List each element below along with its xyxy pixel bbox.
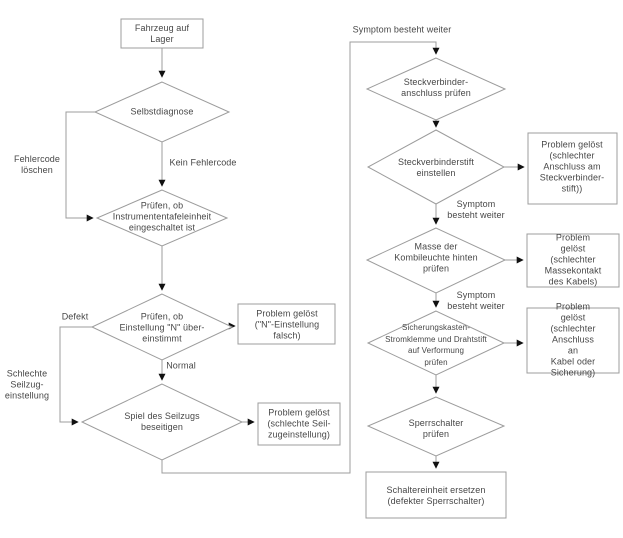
edge-label-symptom-besteht-weiter-2: Symptom besteht weiter (447, 290, 505, 311)
box-schaltereinheit (365, 471, 507, 519)
edge-label-symptom-besteht-weiter-1: Symptom besteht weiter (447, 199, 505, 220)
box-problem-steckverbinderstift (527, 132, 618, 205)
edge-label-symptom-besteht-weiter-top: Symptom besteht weiter (352, 24, 452, 35)
box-start (120, 18, 204, 49)
box-problem-massekontakt (526, 233, 620, 288)
diamond-sperrschalter (366, 396, 506, 457)
label-spiel-seilzug: Spiel des Seilzugs beseitigen (124, 411, 200, 432)
diamond-einstellung-n (90, 293, 234, 361)
label-sperrschalter: Sperrschalter prüfen (408, 418, 464, 439)
box-problem-sicherung (526, 307, 620, 374)
label-schaltereinheit: Schaltereinheit ersetzen (defekter Sperr… (386, 485, 486, 506)
edge-symptom-besteht-weiter-long (161, 41, 440, 474)
diamond-steckverbinder-anschluss (365, 57, 507, 121)
edge-label-schlechte-seilzugeinstellung: Schlechte Seilzug- einstellung (4, 368, 50, 401)
edge-label-normal: Normal (166, 360, 196, 371)
edge-defekt-loop (59, 326, 92, 426)
edge-label-fehlercode-loeschen: Fehlercode löschen (13, 154, 61, 175)
diamond-instrumententafel (95, 189, 229, 247)
box-problem-seilzug (257, 402, 341, 446)
label-steckverbinderstift: Steckverbinderstift einstellen (398, 157, 474, 178)
label-problem-seilzug: Problem gelöst (schlechte Seil- zugeinst… (267, 407, 331, 440)
diamond-selbstdiagnose (93, 81, 231, 143)
edge-fehlercode-loeschen-loop (65, 111, 95, 222)
label-einstellung-n: Prüfen, ob Einstellung "N" über- einstim… (119, 311, 205, 344)
label-problem-massekontakt: Problem gelöst (schlechter Massekontakt … (544, 232, 602, 287)
diamond-steckverbinderstift (366, 129, 506, 205)
label-selbstdiagnose: Selbstdiagnose (130, 106, 194, 117)
label-start: Fahrzeug auf Lager (134, 23, 190, 44)
label-problem-steckverbinderstift: Problem gelöst (schlechter Anschluss am … (539, 139, 605, 194)
diamond-masse-kombileuchte (365, 227, 507, 294)
diamond-sicherungskasten (366, 310, 506, 376)
diamond-spiel-seilzug (80, 383, 244, 461)
label-instrumententafel: Prüfen, ob Instrumententafeleinheit eing… (112, 200, 212, 233)
edge-label-defekt: Defekt (61, 311, 89, 322)
label-problem-n: Problem gelöst ("N"-Einstellung falsch) (254, 308, 320, 341)
label-masse-kombileuchte: Masse der Kombileuchte hinten prüfen (394, 241, 478, 274)
label-sicherungskasten: Sicherungskasten- Stromklemme und Drahts… (385, 323, 487, 367)
label-problem-sicherung: Problem gelöst (schlechter Anschluss an … (550, 301, 596, 378)
box-problem-n (237, 303, 336, 345)
edge-label-kein-fehlercode: Kein Fehlercode (169, 157, 237, 168)
label-steckverbinder-anschluss: Steckverbinder- anschluss prüfen (401, 77, 471, 98)
